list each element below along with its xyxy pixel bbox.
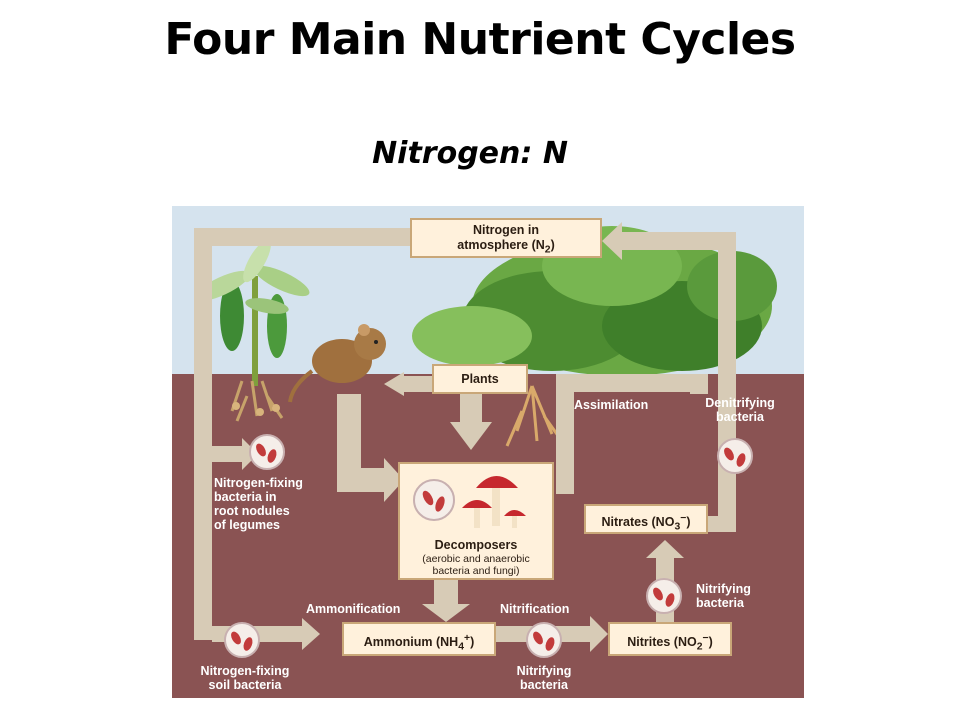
decomposers-detail-2: bacteria and fungi): [432, 565, 520, 577]
nitrifying-upper-line2: bacteria: [696, 596, 744, 610]
nitrates-superscript: −: [680, 513, 687, 524]
nitrogen-cycle-diagram: Nitrogen in atmosphere (N2) Plants Decom…: [172, 206, 804, 698]
slide-subtitle: Nitrogen: N: [372, 136, 568, 171]
nfix-root-line2: bacteria in: [214, 490, 277, 504]
denitrifying-line2: bacteria: [716, 410, 764, 424]
ammonium-subscript: 4: [458, 641, 464, 653]
atmosphere-line1: Nitrogen in: [473, 223, 539, 237]
nitrates-subscript: 3: [674, 521, 681, 533]
plants-box: Plants: [432, 364, 528, 394]
plant-roots: [505, 385, 566, 447]
ammonium-label: Ammonium (NH: [363, 635, 459, 650]
nfix-soil-line1: Nitrogen-fixing: [200, 664, 290, 678]
atmosphere-subscript: 2: [544, 244, 551, 256]
legume-plant: [194, 239, 310, 422]
nitrites-superscript: −: [702, 633, 709, 644]
decomposers-box: Decomposers (aerobic and anaerobic bacte…: [398, 462, 554, 580]
decomposers-illustration: [400, 464, 552, 538]
nitrogen-fixing-soil-label: Nitrogen-fixing soil bacteria: [190, 664, 300, 692]
nfix-root-line1: Nitrogen-fixing: [214, 476, 303, 490]
nfix-soil-line2: soil bacteria: [208, 678, 282, 692]
nitrites-subscript: 2: [696, 641, 703, 653]
nitrites-label: Nitrites (NO: [627, 635, 697, 650]
nitrifying-lower-label: Nitrifying bacteria: [504, 664, 584, 692]
mouse-animal: [288, 324, 386, 403]
nitrates-close: ): [686, 515, 691, 530]
nitrifying-upper-line1: Nitrifying: [696, 582, 751, 596]
assimilation-label: Assimilation: [574, 398, 649, 412]
denitrifying-label: Denitrifying bacteria: [700, 396, 780, 424]
nitrifying-lower-line1: Nitrifying: [516, 664, 572, 678]
decomposers-detail-1: (aerobic and anaerobic: [422, 553, 530, 565]
nitrates-label: Nitrates (NO: [601, 515, 675, 530]
nitrates-box: Nitrates (NO3−): [584, 504, 708, 534]
nfix-root-line4: of legumes: [214, 518, 280, 532]
mushroom-illustration: [413, 476, 526, 528]
denitrifying-line1: Denitrifying: [705, 396, 775, 410]
bacteria-icons: [224, 434, 753, 658]
nitrites-box: Nitrites (NO2−): [608, 622, 732, 656]
nitrogen-fixing-root-label: Nitrogen-fixing bacteria in root nodules…: [214, 476, 303, 532]
nfix-root-line3: root nodules: [214, 504, 290, 518]
ammonium-box: Ammonium (NH4+): [342, 622, 496, 656]
decomposers-label: Decomposers: [434, 538, 518, 552]
atmosphere-close: ): [550, 238, 555, 252]
nitrifying-lower-line2: bacteria: [520, 678, 568, 692]
nitrites-close: ): [708, 635, 713, 650]
ammonification-label: Ammonification: [306, 602, 401, 616]
ammonium-close: ): [470, 635, 475, 650]
atmosphere-line2: atmosphere (N: [457, 238, 545, 252]
ammonium-superscript: +: [464, 633, 471, 644]
nitrification-label: Nitrification: [500, 602, 570, 616]
nitrifying-upper-label: Nitrifying bacteria: [696, 582, 751, 610]
atmosphere-box: Nitrogen in atmosphere (N2): [410, 218, 602, 258]
plants-label: Plants: [461, 372, 499, 386]
slide-title: Four Main Nutrient Cycles: [164, 14, 796, 65]
